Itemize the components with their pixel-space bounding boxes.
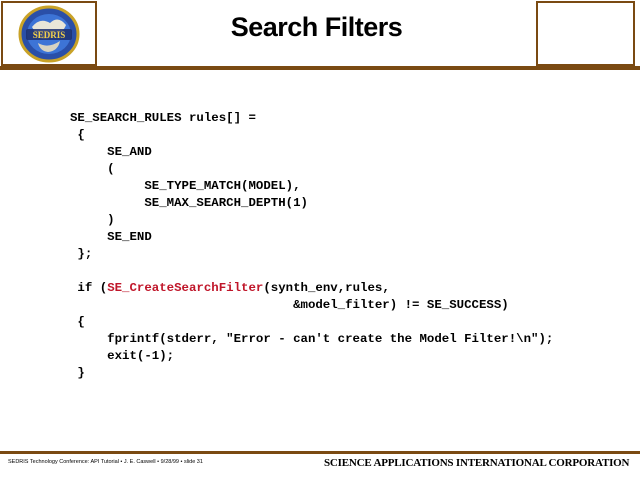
code-text: { [70,315,85,329]
code-line: ) [70,212,553,229]
code-line: SE_MAX_SEARCH_DEPTH(1) [70,195,553,212]
code-text: ) [70,213,115,227]
logo-frame: SEDRIS [1,1,97,66]
code-text: fprintf(stderr, "Error - can't create th… [70,332,554,346]
footer-company-name: SCIENCE APPLICATIONS INTERNATIONAL CORPO… [324,457,630,469]
footer-divider [0,451,640,454]
code-line: SE_END [70,229,553,246]
code-line: SE_AND [70,144,553,161]
code-line [70,263,553,280]
code-line: &model_filter) != SE_SUCCESS) [70,297,553,314]
footer-slide-info: SEDRIS Technology Conference: API Tutori… [8,459,203,465]
code-text: SE_TYPE_MATCH(MODEL), [70,179,301,193]
slide-header: SEDRIS Search Filters [0,0,640,70]
header-divider [0,66,640,70]
code-line: if (SE_CreateSearchFilter(synth_env,rule… [70,280,553,297]
code-line: } [70,365,553,382]
code-text: SE_AND [70,145,152,159]
code-line: ( [70,161,553,178]
code-line: fprintf(stderr, "Error - can't create th… [70,331,553,348]
code-text: SE_MAX_SEARCH_DEPTH(1) [70,196,308,210]
code-line: { [70,314,553,331]
code-line: SE_SEARCH_RULES rules[] = [70,110,553,127]
logo-text: SEDRIS [33,30,66,40]
code-text: } [70,366,85,380]
code-text: SE_END [70,230,152,244]
code-text: if ( [70,281,108,295]
code-text: }; [70,247,93,261]
sedris-globe-logo: SEDRIS [18,5,80,62]
code-text: SE_SEARCH_RULES rules[] = [70,111,256,125]
code-line: SE_TYPE_MATCH(MODEL), [70,178,553,195]
code-text: ( [70,162,115,176]
code-block: SE_SEARCH_RULES rules[] = { SE_AND ( SE_… [70,110,553,382]
code-line: { [70,127,553,144]
slide-title: Search Filters [230,12,403,42]
code-line: exit(-1); [70,348,553,365]
header-right-frame [536,1,635,66]
code-line: }; [70,246,553,263]
code-text: exit(-1); [70,349,175,363]
function-name-highlight: SE_CreateSearchFilter [107,281,264,295]
code-text: (synth_env,rules, [263,281,390,295]
code-text: { [70,128,85,142]
code-text: &model_filter) != SE_SUCCESS) [70,298,509,312]
